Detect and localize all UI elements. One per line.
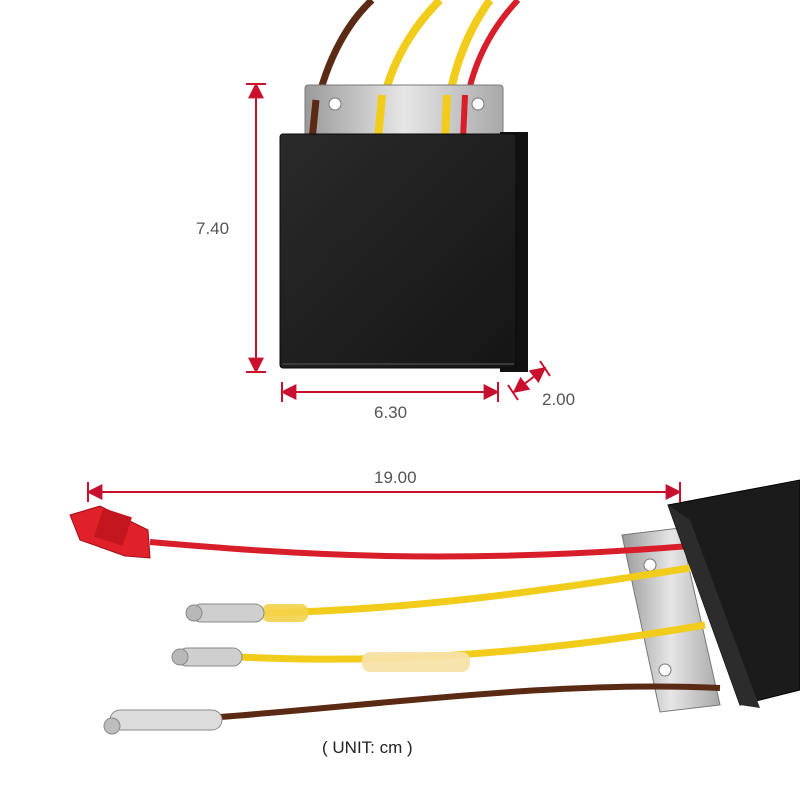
mount-hole-right (471, 97, 485, 111)
brown-wire (219, 683, 721, 720)
red-connector (69, 505, 151, 559)
regulator-side-view (69, 479, 800, 735)
depth-dimension-line (512, 367, 547, 393)
depth-label: 2.00 (542, 390, 576, 409)
yellow-wire-1 (264, 564, 691, 617)
width-label: 6.30 (374, 403, 408, 422)
dimension-lines-top (246, 82, 551, 402)
mount-hole-left (328, 97, 342, 111)
unit-note: ( UNIT: cm ) (322, 738, 413, 757)
sleeve-yellow-2 (362, 652, 470, 672)
regulator-top-view (279, 0, 528, 372)
dimension-lines-bottom (86, 482, 682, 502)
sleeve-yellow-1 (262, 604, 308, 622)
bullet-terminal-1 (185, 603, 265, 623)
height-label: 7.40 (196, 219, 230, 238)
length-label: 19.00 (374, 468, 417, 487)
housing-body (279, 133, 517, 369)
yellow-wire-2 (239, 621, 706, 663)
bullet-terminal-3 (103, 709, 223, 735)
bullet-terminal-2 (171, 647, 243, 667)
red-wire (149, 539, 691, 560)
